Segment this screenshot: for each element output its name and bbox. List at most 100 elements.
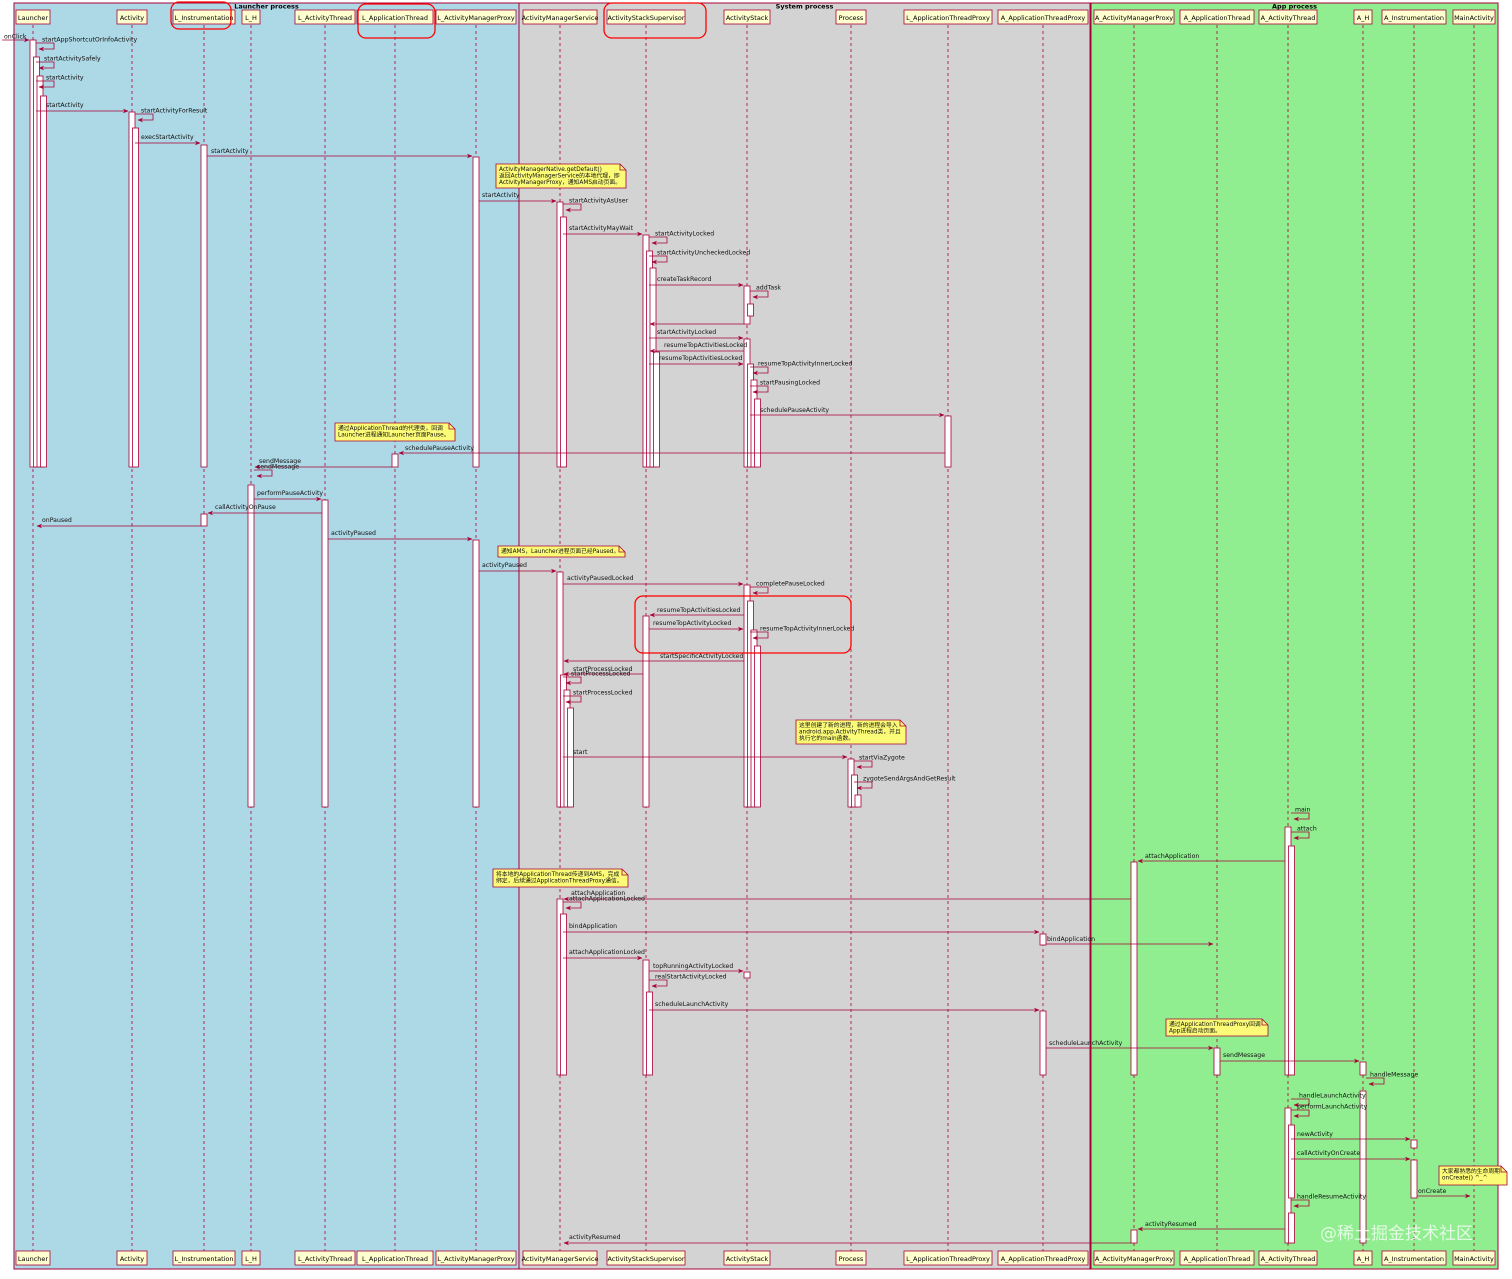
message-label: sendMessage — [259, 458, 301, 465]
participant-box-top — [903, 9, 993, 25]
participant-box-bottom — [435, 1250, 517, 1266]
message-label: attachApplication — [1145, 853, 1199, 860]
message-arrow — [750, 385, 769, 395]
activation-bar — [944, 415, 952, 468]
participant-box-bottom — [997, 1250, 1089, 1266]
message-label: startActivity — [46, 75, 84, 82]
activation-bar — [754, 645, 761, 808]
message-arrow — [649, 255, 668, 265]
participant-label: A_ActivityManagerProxy — [1095, 1255, 1173, 1263]
participant-label: Launcher — [18, 14, 49, 22]
message-label: execStartActivity — [141, 134, 194, 141]
message-label: topRunningActivityLocked — [653, 963, 733, 970]
activation-bar — [747, 303, 754, 317]
note-box — [795, 719, 907, 745]
group-title: Launcher process — [234, 3, 299, 11]
message-arrow — [1291, 1199, 1310, 1209]
message-label: performLaunchActivity — [1297, 1104, 1368, 1111]
participant-label: L_ApplicationThreadProxy — [906, 14, 990, 22]
activation-bar — [653, 351, 660, 468]
participant-label: MainActivity — [1454, 14, 1494, 22]
note-text: 大家都熟悉的生命周期 — [1442, 1167, 1500, 1175]
message-arrow — [36, 61, 55, 71]
participant-label: L_ActivityThread — [298, 14, 352, 22]
message-arrow — [854, 760, 873, 770]
note-fold — [618, 546, 625, 553]
participant-label: A_H — [1357, 1255, 1370, 1263]
participant-box-bottom — [1179, 1250, 1255, 1266]
participant-label: L_H — [245, 1255, 257, 1263]
message-label: activityPaused — [482, 562, 527, 569]
message-label: startActivity — [211, 148, 249, 155]
activation-bar — [1359, 1090, 1367, 1244]
note-text: 这里创建了新的进程，新的进程会导入 — [799, 721, 898, 729]
participant-label: ActivityStackSupervisor — [607, 14, 684, 22]
participant-box-bottom — [835, 1250, 867, 1266]
participant-box-bottom — [522, 1250, 598, 1266]
participant-label: A_ApplicationThreadProxy — [1001, 14, 1086, 22]
message-label: bindApplication — [1047, 936, 1095, 943]
participant-box-bottom — [606, 1250, 686, 1266]
group-box — [13, 2, 520, 1270]
message-label: bindApplication — [569, 923, 617, 930]
note-box — [1438, 1165, 1508, 1186]
activation-bar — [1130, 1229, 1138, 1244]
message-label: completePauseLocked — [756, 581, 825, 588]
message-label: resumeTopActivitiesLocked — [659, 355, 743, 362]
note-text: Launcher进程通知Launcher页面Pause。 — [338, 431, 450, 439]
participant-label: A_ActivityThread — [1261, 14, 1316, 22]
note-box — [495, 163, 627, 189]
participant-box-top — [606, 9, 686, 25]
note-fold — [1261, 1019, 1268, 1026]
participant-label: L_ApplicationThread — [362, 14, 428, 22]
note-text: onCreate() ^_^ — [1442, 1176, 1488, 1182]
activation-bar — [472, 156, 480, 468]
message-label: startProcessLocked — [573, 666, 633, 673]
message-arrow — [649, 979, 668, 989]
note-fold — [621, 869, 628, 876]
message-label: startAppShortcutOrInfoActivity — [42, 37, 137, 44]
message-arrow — [563, 676, 582, 686]
message-label: createTaskRecord — [657, 276, 711, 283]
participant-label: ActivityManagerService — [522, 1255, 599, 1263]
participant-label: L_ApplicationThread — [362, 1255, 428, 1263]
activation-bar — [1039, 933, 1047, 946]
message-label: attachApplicationLocked — [569, 949, 645, 956]
message-arrow — [254, 469, 273, 479]
activation-bar — [132, 127, 139, 468]
participant-box-top — [522, 9, 598, 25]
message-label: startActivity — [482, 192, 520, 199]
participant-label: ActivityStack — [726, 1255, 769, 1263]
activation-bar — [472, 539, 480, 808]
message-arrow — [1291, 831, 1310, 841]
participant-label: A_ApplicationThread — [1184, 1255, 1251, 1263]
group-box — [518, 2, 1091, 1270]
message-arrow — [1291, 812, 1310, 822]
highlight-outline — [634, 595, 852, 654]
message-label: scheduleLaunchActivity — [655, 1001, 729, 1008]
activation-bar — [1288, 1212, 1295, 1244]
note-fold — [1500, 1166, 1507, 1173]
participant-label: ActivityStack — [726, 14, 769, 22]
participant-box-bottom — [356, 1250, 434, 1266]
participant-label: Launcher — [18, 1255, 49, 1263]
participant-box-top — [1353, 9, 1373, 25]
participant-box-bottom — [1381, 1250, 1447, 1266]
activation-bar — [200, 513, 208, 527]
participant-label: A_Instrumentation — [1384, 14, 1444, 22]
note-fold — [619, 164, 626, 171]
participant-box-top — [356, 9, 434, 25]
message-label: resumeTopActivitiesLocked — [664, 342, 748, 349]
message-label: addTask — [756, 285, 781, 292]
activation-bar — [1410, 1159, 1418, 1199]
participant-label: ActivityManagerService — [522, 14, 599, 22]
message-arrow — [750, 290, 769, 300]
note-text: 将本地的ApplicationThread传递到AMS，完成 — [496, 870, 619, 878]
participant-box-top — [997, 9, 1089, 25]
message-arrow — [36, 80, 55, 90]
message-arrow — [1366, 1077, 1385, 1087]
participant-label: A_H — [1357, 14, 1370, 22]
participant-label: L_ActivityThread — [298, 1255, 352, 1263]
message-label: attachApplication — [571, 890, 625, 897]
